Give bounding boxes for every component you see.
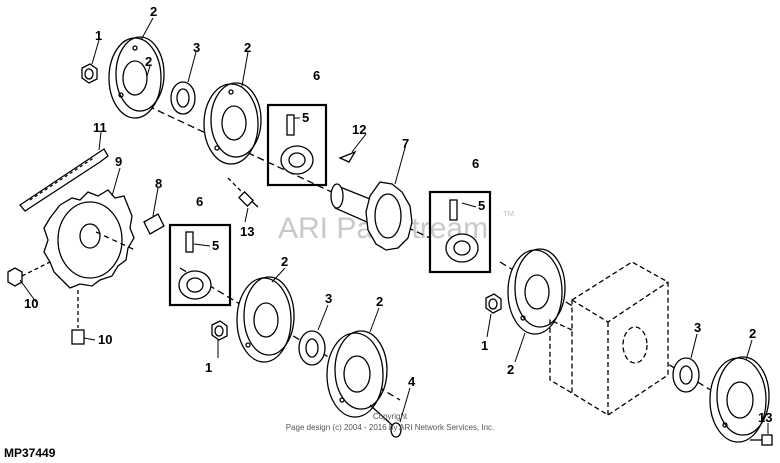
cotter-pin-12 bbox=[338, 150, 357, 163]
callout-4: 4 bbox=[408, 374, 416, 389]
callout-2: 2 bbox=[507, 362, 514, 377]
flange-bearing-housing-upper-right bbox=[203, 82, 262, 165]
gearbox-housing bbox=[549, 261, 669, 416]
callout-3: 3 bbox=[193, 40, 200, 55]
bearing-3-upper bbox=[170, 81, 196, 115]
bolt-10 bbox=[71, 290, 85, 345]
callout-1: 1 bbox=[481, 338, 488, 353]
bearing-3-right bbox=[672, 357, 700, 393]
flange-bearing-housing-lower-left bbox=[236, 276, 295, 363]
bolt-4 bbox=[369, 404, 402, 438]
callout-1: 1 bbox=[205, 360, 212, 375]
callout-3: 3 bbox=[694, 320, 701, 335]
sprocket-shaft-7 bbox=[330, 181, 413, 251]
sprocket-9 bbox=[43, 189, 136, 289]
callout-1: 1 bbox=[95, 28, 102, 43]
callout-11: 11 bbox=[93, 120, 107, 135]
callout-6: 6 bbox=[472, 156, 479, 171]
callout-3: 3 bbox=[325, 291, 332, 306]
bolt-13-upper bbox=[227, 177, 259, 208]
page-design-notice: Page design (c) 2004 - 2016 by ARI Netwo… bbox=[285, 423, 495, 432]
callout-2: 2 bbox=[749, 326, 756, 341]
callout-6: 6 bbox=[196, 194, 203, 209]
drive-chain-11 bbox=[19, 148, 109, 212]
copyright-label: Copyright bbox=[372, 412, 408, 421]
hex-nut-1-upper bbox=[81, 63, 98, 84]
callout-13: 13 bbox=[240, 224, 254, 239]
callout-7: 7 bbox=[402, 136, 409, 151]
callout-9: 9 bbox=[115, 154, 122, 169]
callout-10: 10 bbox=[98, 332, 112, 347]
callout-5: 5 bbox=[302, 110, 309, 125]
key-8 bbox=[143, 213, 165, 235]
hex-nut-1-right bbox=[485, 293, 502, 314]
flange-bearing-housing-right-left bbox=[507, 248, 566, 335]
callout-2: 2 bbox=[376, 294, 383, 309]
flange-bearing-housing-upper-left bbox=[108, 36, 165, 119]
callout-10: 10 bbox=[24, 296, 38, 311]
figure-id: MP37449 bbox=[4, 446, 56, 460]
bolt-13-right bbox=[750, 434, 773, 446]
watermark-trademark: ™ bbox=[502, 208, 515, 223]
callout-6: 6 bbox=[313, 68, 320, 83]
callout-5: 5 bbox=[212, 238, 219, 253]
callout-12: 12 bbox=[352, 122, 366, 137]
callout-2: 2 bbox=[145, 54, 152, 69]
hex-nut-10 bbox=[7, 261, 51, 287]
callout-2: 2 bbox=[281, 254, 288, 269]
collar-box-lower bbox=[168, 223, 232, 307]
flange-bearing-housing-lower-right bbox=[326, 330, 388, 418]
collar-box-upper bbox=[266, 103, 328, 187]
callout-2: 2 bbox=[244, 40, 251, 55]
collar-box-middle bbox=[428, 190, 492, 274]
hex-nut-1-lower bbox=[211, 320, 228, 341]
callout-2: 2 bbox=[150, 4, 157, 19]
callout-5: 5 bbox=[478, 198, 485, 213]
flange-bearing-housing-right-right bbox=[709, 356, 770, 443]
bearing-3-lower bbox=[298, 330, 326, 366]
callout-13: 13 bbox=[758, 410, 772, 425]
leader-lines bbox=[19, 17, 769, 434]
callout-8: 8 bbox=[155, 176, 162, 191]
